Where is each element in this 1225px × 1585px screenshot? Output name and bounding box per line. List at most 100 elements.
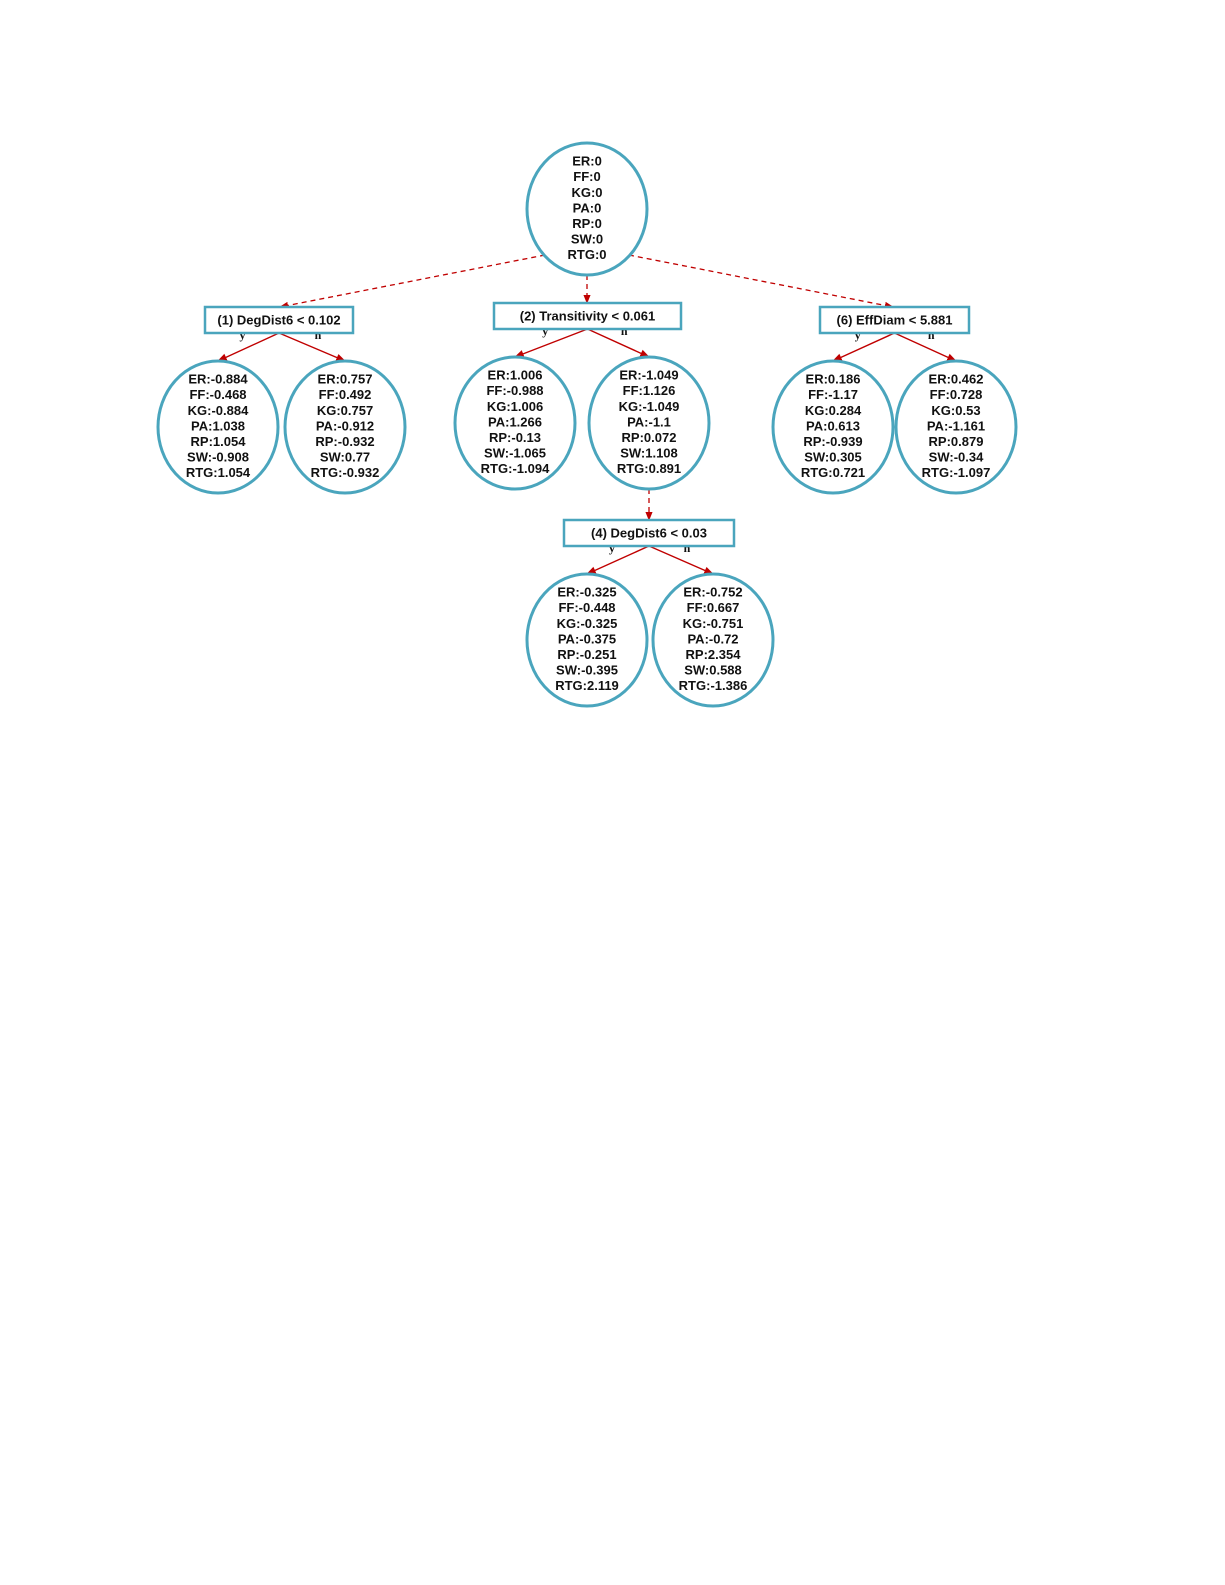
split-rect [562, 518, 736, 548]
node-value-label: PA:0 [573, 200, 602, 215]
split-box-split2: (2) Transitivity < 0.061 [492, 301, 683, 331]
node-value-label: RTG:-1.386 [679, 678, 748, 693]
node-value-label: RP:-0.251 [557, 647, 616, 662]
node-value-label: KG:1.006 [487, 399, 543, 414]
node-value-label: PA:-0.375 [558, 631, 616, 646]
node-circle [283, 359, 407, 495]
tree-node-leaf4y: ER:-0.325FF:-0.448KG:-0.325PA:-0.375RP:-… [525, 572, 649, 708]
tree-node-leaf1y: ER:-0.884FF:-0.468KG:-0.884PA:1.038RP:1.… [156, 359, 280, 495]
split-condition-label: (6) EffDiam < 5.881 [837, 312, 953, 327]
split-box-split1: (1) DegDist6 < 0.102 [203, 305, 355, 335]
edge-to-split6 [628, 254, 894, 309]
node-value-label: RTG:-0.932 [311, 465, 380, 480]
node-value-label: ER:0.186 [806, 372, 861, 387]
node-value-label: KG:0.757 [317, 403, 373, 418]
split-rect [203, 305, 355, 335]
node-value-label: ER:-0.884 [188, 372, 248, 387]
node-value-label: SW:0.305 [804, 450, 862, 465]
node-value-label: SW:1.108 [620, 446, 678, 461]
node-circle [156, 359, 280, 495]
node-value-label: FF:1.126 [623, 383, 676, 398]
node-value-label: SW:-0.395 [556, 663, 618, 678]
node-value-label: ER:-0.325 [557, 585, 616, 600]
node-circle [525, 572, 649, 708]
branch-label-no: n [684, 541, 691, 555]
node-value-label: RP:-0.932 [315, 434, 374, 449]
node-value-label: KG:-0.325 [557, 616, 618, 631]
node-value-label: RTG:-1.097 [922, 465, 991, 480]
branch-label-yes: y [542, 324, 548, 338]
node-value-label: FF:0 [573, 169, 600, 184]
node-value-label: ER:0.462 [929, 372, 984, 387]
node-value-label: SW:0.77 [320, 450, 370, 465]
node-value-label: PA:1.266 [488, 414, 542, 429]
edge-no-leaf4n [648, 545, 714, 575]
node-value-label: FF:0.667 [687, 600, 740, 615]
node-circle [453, 355, 577, 491]
node-value-label: PA:-0.912 [316, 418, 374, 433]
node-value-label: FF:-0.468 [189, 387, 246, 402]
node-value-label: PA:0.613 [806, 418, 860, 433]
edge-yes-leaf1y [217, 332, 280, 362]
node-value-label: KG:0 [571, 185, 602, 200]
node-circle [651, 572, 775, 708]
branch-label-no: n [928, 328, 935, 342]
node-value-label: RP:2.354 [686, 647, 742, 662]
node-value-label: ER:0 [572, 154, 602, 169]
node-value-label: RP:-0.13 [489, 430, 541, 445]
node-value-label: FF:-1.17 [808, 387, 858, 402]
node-circle [525, 141, 649, 277]
node-value-label: RP:1.054 [191, 434, 247, 449]
node-circle [894, 359, 1018, 495]
tree-node-leaf1n: ER:0.757FF:0.492KG:0.757PA:-0.912RP:-0.9… [283, 359, 407, 495]
node-value-label: RTG:0.721 [801, 465, 865, 480]
node-value-label: ER:1.006 [488, 368, 543, 383]
tree-node-leaf6y: ER:0.186FF:-1.17KG:0.284PA:0.613RP:-0.93… [771, 359, 895, 495]
node-value-label: KG:0.284 [805, 403, 862, 418]
node-value-label: FF:0.728 [930, 387, 983, 402]
node-value-label: RTG:0.891 [617, 461, 681, 476]
edge-yes-leaf2y [514, 328, 588, 358]
branch-label-yes: y [609, 541, 615, 555]
node-value-label: SW:-0.34 [929, 450, 984, 465]
node-value-label: SW:-1.065 [484, 446, 546, 461]
branch-label-yes: y [855, 328, 861, 342]
node-value-label: RP:-0.939 [803, 434, 862, 449]
node-value-label: ER:0.757 [318, 372, 373, 387]
split-rect [492, 301, 683, 331]
node-value-label: KG:0.53 [931, 403, 980, 418]
tree-node-leaf6n: ER:0.462FF:0.728KG:0.53PA:-1.161RP:0.879… [894, 359, 1018, 495]
node-value-label: FF:0.492 [319, 387, 372, 402]
node-value-label: RTG:1.054 [186, 465, 251, 480]
node-value-label: RP:0 [572, 216, 602, 231]
branch-label-no: n [621, 324, 628, 338]
node-value-label: FF:-0.448 [558, 600, 615, 615]
node-value-label: RP:0.072 [622, 430, 677, 445]
split-rect [818, 305, 971, 335]
node-value-label: RTG:-1.094 [481, 461, 550, 476]
edge-yes-leaf4y [586, 545, 650, 575]
edge-to-split1 [279, 254, 546, 309]
tree-node-leaf4n: ER:-0.752FF:0.667KG:-0.751PA:-0.72RP:2.3… [651, 572, 775, 708]
split-condition-label: (2) Transitivity < 0.061 [520, 308, 655, 323]
node-value-label: PA:-1.161 [927, 418, 985, 433]
branch-label-yes: y [240, 328, 246, 342]
node-value-label: SW:-0.908 [187, 450, 249, 465]
node-circle [771, 359, 895, 495]
node-value-label: SW:0.588 [684, 663, 742, 678]
node-value-label: PA:-1.1 [627, 414, 671, 429]
node-value-label: KG:-0.751 [683, 616, 744, 631]
node-value-label: RTG:2.119 [555, 678, 619, 693]
node-value-label: KG:-0.884 [188, 403, 249, 418]
split-condition-label: (1) DegDist6 < 0.102 [217, 312, 340, 327]
split-condition-label: (4) DegDist6 < 0.03 [591, 525, 707, 540]
edge-yes-leaf6y [832, 332, 895, 362]
node-value-label: SW:0 [571, 232, 603, 247]
node-value-label: ER:-1.049 [619, 368, 678, 383]
node-value-label: KG:-1.049 [619, 399, 680, 414]
branch-label-no: n [315, 328, 322, 342]
node-value-label: PA:1.038 [191, 418, 245, 433]
